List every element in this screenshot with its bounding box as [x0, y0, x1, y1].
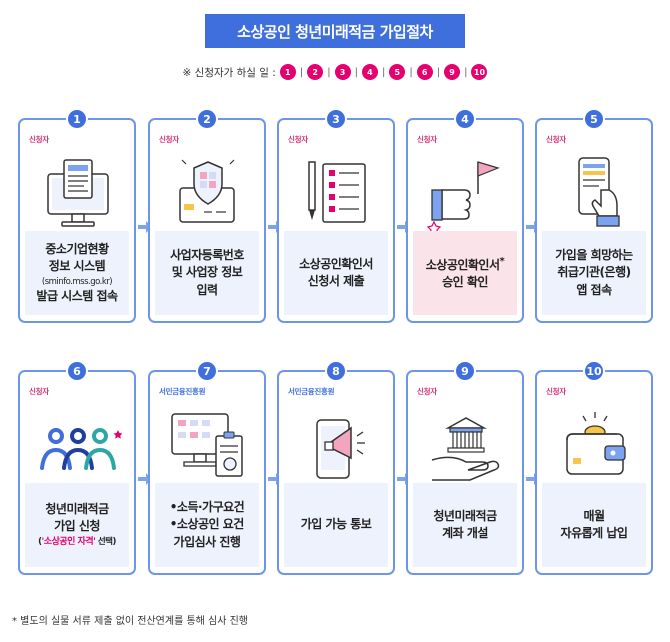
- step-number: 10: [583, 360, 605, 382]
- footnote-marker: *: [499, 255, 505, 267]
- applicant-step-badge: 1: [279, 64, 296, 80]
- step-card-4: 4 신청자 소상공인확인서* 승인 확인: [406, 108, 524, 323]
- thumbs-up-flag-icon: [426, 161, 500, 232]
- step-number: 6: [66, 360, 88, 382]
- applicant-steps-legend: ※ 신청자가 하실 일 : 1| 2| 3| 4| 5| 6| 9| 10: [150, 60, 520, 84]
- footnote: * 별도의 실물 서류 제출 없이 전산연계를 통해 심사 진행: [12, 616, 249, 627]
- step-actor: 서민금융진흥원: [288, 387, 335, 396]
- step-card-9: 9 신청자 청년미래적금 계좌 개설: [406, 360, 524, 575]
- step-number: 8: [325, 360, 347, 382]
- step-number: 5: [583, 108, 605, 130]
- step-actor: 신청자: [546, 135, 566, 144]
- page-title: 소상공인 청년미래적금 가입절차: [205, 14, 465, 48]
- step-description: 소상공인확인서 신청서 제출: [284, 231, 388, 315]
- applicant-step-badge: 3: [334, 64, 351, 80]
- applicant-step-badge: 4: [361, 64, 378, 80]
- checklist-pen-icon: [308, 161, 366, 223]
- monitor-checklist-icon: [171, 413, 243, 477]
- step-number: 9: [454, 360, 476, 382]
- step-number: 3: [325, 108, 347, 130]
- applicant-step-badge: 5: [389, 64, 406, 80]
- step-description: 매월 자유롭게 납입: [542, 483, 646, 567]
- step-description: 가입을 희망하는 취급기관(은행) 앱 접속: [542, 231, 646, 315]
- step-description: 청년미래적금 계좌 개설: [413, 483, 517, 567]
- step-actor: 신청자: [546, 387, 566, 396]
- step-number: 4: [454, 108, 476, 130]
- step-actor: 신청자: [417, 135, 437, 144]
- step-actor: 신청자: [29, 135, 49, 144]
- step-number: 7: [196, 360, 218, 382]
- computer-document-icon: [47, 159, 109, 227]
- smartphone-hand-icon: [578, 157, 620, 227]
- step-description: 사업자등록번호 및 사업장 정보 입력: [155, 231, 259, 315]
- step-actor: 신청자: [417, 387, 437, 396]
- step-card-3: 3 신청자 소상공인확인서 신청서 제출: [277, 108, 395, 323]
- wallet-coin-icon: [566, 412, 626, 475]
- applicant-step-badge: 10: [471, 64, 488, 80]
- step-card-6: 6 신청자 청년미래적금 가입 신청 ('소상공인 자격' 선택): [18, 360, 136, 575]
- step-card-1: 1 신청자 중소기업현황 정보 시스템 (sminfo.mss.go.kr) 발…: [18, 108, 136, 323]
- step-card-10: 10 신청자 매월 자유롭게 납입: [535, 360, 653, 575]
- applicant-step-badge: 6: [416, 64, 433, 80]
- people-group-icon: [40, 428, 122, 470]
- step-number: 2: [196, 108, 218, 130]
- applicant-steps-label: ※ 신청자가 하실 일 :: [182, 66, 276, 79]
- step-number: 1: [66, 108, 88, 130]
- step-card-7: 7 서민금융진흥원 •소득·가구요건 •소상공인 요건 가입심사 진행: [148, 360, 266, 575]
- website-url: (sminfo.mss.go.kr): [41, 276, 113, 287]
- shield-card-icon: [179, 159, 235, 223]
- step-description: 청년미래적금 가입 신청 ('소상공인 자격' 선택): [25, 483, 129, 567]
- bank-hand-icon: [431, 417, 500, 481]
- step-actor: 신청자: [159, 135, 179, 144]
- step-description: •소득·가구요건 •소상공인 요건 가입심사 진행: [155, 483, 259, 567]
- step-card-8: 8 서민금융진흥원 가입 가능 통보: [277, 360, 395, 575]
- applicant-step-badge: 9: [444, 64, 461, 80]
- step-description: 중소기업현황 정보 시스템 (sminfo.mss.go.kr) 발급 시스템 …: [25, 231, 129, 315]
- step-actor: 신청자: [288, 135, 308, 144]
- phone-megaphone-icon: [316, 419, 365, 479]
- step-actor: 신청자: [29, 387, 49, 396]
- step-actor: 서민금융진흥원: [159, 387, 206, 396]
- step-card-5: 5 신청자 가입을 희망하는 취급기관(은행) 앱 접속: [535, 108, 653, 323]
- step-card-2: 2 신청자 사업자등록번호 및 사업장 정보 입력: [148, 108, 266, 323]
- applicant-step-badge: 2: [307, 64, 324, 80]
- step-description: 소상공인확인서* 승인 확인: [413, 231, 517, 315]
- step-description: 가입 가능 통보: [284, 483, 388, 567]
